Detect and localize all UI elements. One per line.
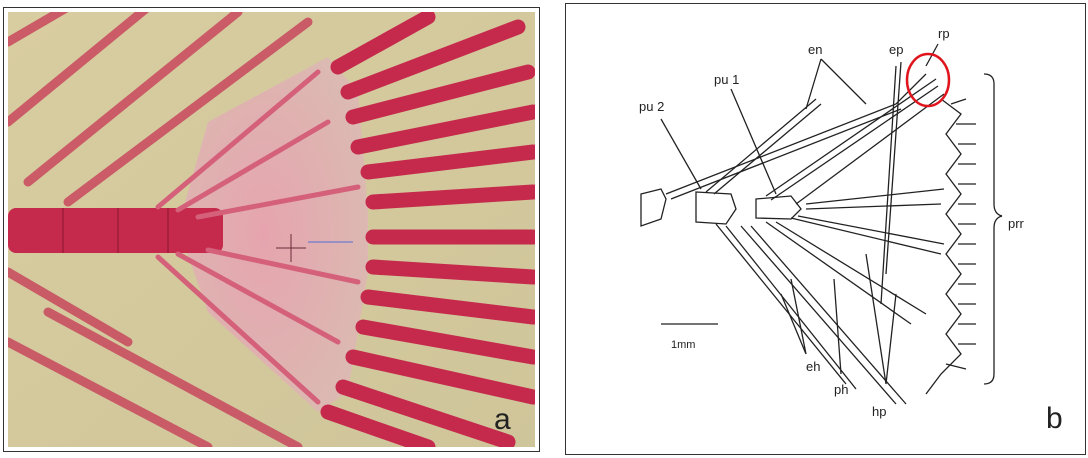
scale-label: 1mm (671, 339, 695, 351)
label-eh: eh (806, 359, 820, 374)
label-en: en (808, 42, 822, 57)
label-pu2: pu 2 (639, 99, 664, 114)
label-rp: rp (938, 26, 950, 41)
panel-b-diagram: en ep rp pu 1 pu 2 prr 1mm eh ph hp b (565, 3, 1086, 455)
caudal-skeleton-photo (8, 12, 535, 447)
label-ph: ph (834, 382, 848, 397)
label-ep: ep (889, 42, 903, 57)
label-hp: hp (872, 404, 886, 419)
panel-a-letter: a (494, 403, 511, 437)
label-prr: prr (1008, 216, 1024, 231)
panel-a-photo: a (3, 7, 540, 452)
panel-b-letter: b (1046, 402, 1063, 436)
label-pu1: pu 1 (714, 72, 739, 87)
